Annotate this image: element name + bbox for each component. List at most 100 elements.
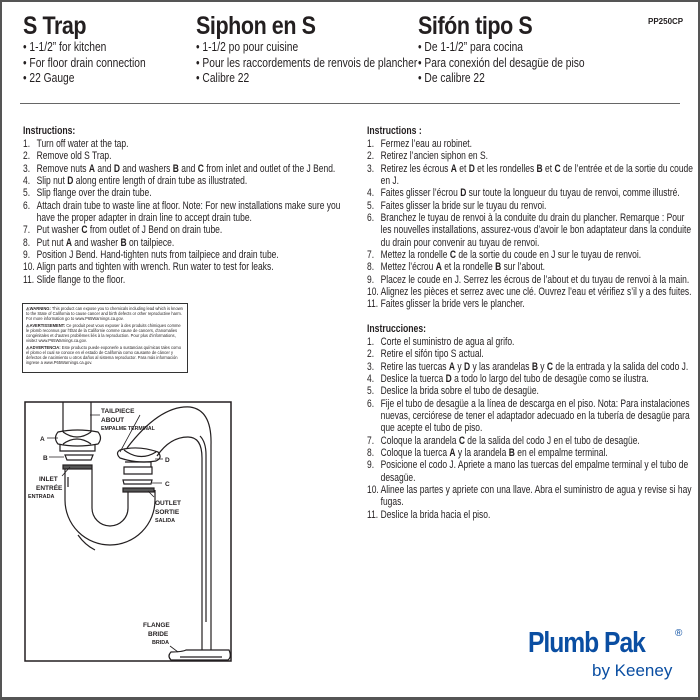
step-number: 7.: [367, 248, 375, 261]
step-number: 2.: [367, 150, 375, 163]
washer-b: [64, 454, 94, 461]
bullet: • Para conexión del desagüe de piso: [418, 55, 585, 70]
warning-label: ⚠WARNING:: [26, 306, 51, 311]
step-number: 9.: [367, 273, 375, 286]
divider: [20, 103, 680, 104]
outlet-threads: [123, 461, 153, 475]
text-segment: and: [178, 162, 198, 175]
text-segment: Coloque la arandela: [380, 434, 459, 447]
registered-mark: ®: [675, 628, 683, 639]
step-text: Faites glisser la bride vers le plancher…: [381, 298, 525, 310]
step-text: Coloque la arandela C de la salida del c…: [381, 435, 640, 447]
text-segment: Deslice la brida hacia el piso.: [380, 508, 491, 521]
text-segment: Alinee las partes y apriete con una llav…: [380, 483, 692, 509]
warning-label: ⚠ADVERTENCIA:: [26, 344, 61, 350]
step-number: 7.: [23, 224, 31, 237]
label-about: ABOUT: [101, 417, 124, 424]
step-text: Attach drain tube to waste line at floor…: [37, 200, 359, 225]
instruction-step: 3.Retire las tuercas A y D y las arandel…: [367, 361, 693, 373]
logo-brand: Plumb Pak: [528, 627, 646, 659]
step-number: 7.: [367, 434, 375, 447]
part-letter: D: [445, 372, 452, 385]
instruction-step: 5. Faites glisser la bride sur le tuyau d…: [367, 200, 693, 212]
text-segment: Corte el suministro de agua al grifo.: [380, 335, 515, 348]
step-text: Retire el sifón tipo S actual.: [381, 348, 484, 360]
instruction-step: 7. Coloque la arandela C de la salida del…: [367, 435, 693, 447]
text-segment: Placez le coude en J. Serrez les écrous …: [380, 273, 690, 286]
step-number: 3.: [367, 162, 375, 175]
instruction-step: 2. Retire el sifón tipo S actual.: [367, 348, 693, 360]
instruction-step: 1.Corte el suministro de agua al grifo.: [367, 336, 693, 348]
text-segment: et: [542, 162, 555, 175]
text-segment: Align parts and tighten with wrench. Run…: [36, 261, 274, 274]
label-inlet: INLET: [39, 476, 58, 483]
text-segment: de la sortie du coude en J sur le tuyau …: [455, 248, 642, 261]
step-text: Placez le coude en J. Serrez les écrous …: [381, 274, 690, 286]
step-number: 10.: [23, 261, 35, 274]
part-letter: B: [536, 162, 543, 175]
instruction-step: 1.Fermez l’eau au robinet.: [367, 138, 693, 150]
step-text: Remove old S Trap.: [37, 150, 112, 162]
text-segment: Mettez l’écrou: [380, 261, 436, 274]
text-segment: et les rondelles: [474, 162, 537, 175]
step-text: Slip nut D along entire length of drain …: [37, 175, 248, 187]
text-segment: Fermez l’eau au robinet.: [380, 137, 472, 150]
step-number: 9.: [23, 248, 31, 261]
text-segment: Retire el sifón tipo S actual.: [380, 348, 484, 361]
instruction-step: 2. Retirez l’ancien siphon en S.: [367, 150, 693, 162]
text-segment: Coloque la tuerca: [380, 446, 450, 459]
step-text: Mettez l’écrou A et la rondelle B sur l’…: [381, 261, 545, 273]
step-number: 4.: [367, 187, 375, 200]
tailpiece: [62, 402, 92, 432]
text-segment: Fije el tubo de desagüe a la línea de de…: [380, 397, 690, 435]
step-number: 4.: [367, 372, 375, 385]
step-number: 2.: [367, 348, 375, 361]
bullet: • 1-1/2 po pour cuisine: [196, 40, 299, 54]
text-segment: and washers: [119, 162, 173, 175]
outlet-ring: [122, 487, 155, 493]
instruction-step: 11.Slide flange to the floor.: [23, 274, 359, 286]
step-text: Remove nuts A and D and washers B and C …: [37, 163, 336, 175]
instruction-step: 5.Slip flange over the drain tube.: [23, 187, 359, 199]
instruction-step: 10.Alignez les pièces et serrez avec une…: [367, 286, 693, 298]
part-letter: A: [449, 446, 456, 459]
part-letter: A: [88, 162, 96, 175]
part-letter: D: [113, 162, 120, 175]
text-segment: and washer: [71, 236, 121, 249]
instruction-step: 11.Deslice la brida hacia el piso.: [367, 509, 693, 521]
instruction-step: 9. Placez le coude en J. Serrez les écrou…: [367, 274, 693, 286]
part-letter: C: [546, 360, 554, 373]
instruction-step: 1.Turn off water at the tap.: [23, 138, 359, 150]
instruction-step: 8.Put nut A and washer B on tailpiece.: [23, 237, 359, 249]
bullet: • De calibre 22: [418, 71, 485, 85]
step-number: 5.: [367, 199, 375, 212]
step-text: Align parts and tighten with wrench. Run…: [37, 261, 274, 273]
part-letter: C: [449, 248, 456, 261]
text-segment: Faites glisser l’écrou: [380, 187, 461, 200]
step-number: 6.: [367, 397, 375, 410]
label-tailpiece: TAILPIECE: [101, 408, 135, 415]
text-segment: Retirez l’ancien siphon en S.: [380, 150, 489, 163]
instructions-english: Instructions:1.Turn off water at the tap…: [23, 125, 359, 286]
drain-tube: [126, 406, 212, 650]
text-segment: Faites glisser la bride sur le tuyau du …: [380, 199, 547, 212]
step-text: Retirez les écrous A et D et les rondell…: [381, 163, 694, 188]
title-french: Siphon en S: [196, 12, 316, 40]
text-segment: y la arandela: [455, 446, 509, 459]
instruction-step: 3.Remove nuts A and D and washers B and …: [23, 163, 359, 175]
plumb-pak-logo: Plumb Pak ® by Keeney: [528, 627, 682, 680]
label-outlet: OUTLET: [155, 500, 181, 507]
instruction-step: 8.Coloque la tuerca A y la arandela B en…: [367, 447, 693, 459]
instruction-step: 10.Align parts and tighten with wrench. …: [23, 261, 359, 273]
step-text: Faites glisser la bride sur le tuyau du …: [381, 200, 547, 212]
washer-c: [122, 479, 153, 485]
step-number: 5.: [367, 385, 375, 398]
bullet: • Calibre 22: [196, 71, 250, 85]
instruction-step: 6.Branchez le tuyau de renvoi à la condu…: [367, 212, 693, 249]
warning-text: Este producto puede exponerle a sustanci…: [26, 344, 181, 365]
instructions-french: Instructions :1.Fermez l’eau au robinet.…: [367, 125, 693, 311]
text-segment: de l’entrée et de la sortie du coude en …: [380, 162, 693, 187]
nut-d: [116, 447, 161, 463]
